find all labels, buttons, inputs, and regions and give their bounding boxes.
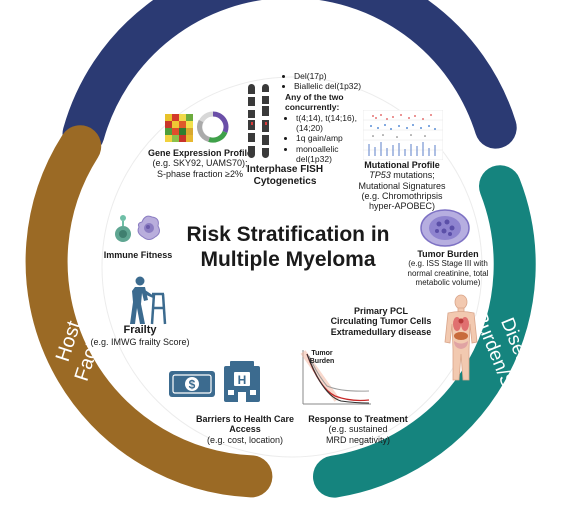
fish-concurrent-heading: Any of the two concurrently: <box>285 92 344 113</box>
tumor-burden-title: Tumor Burden <box>417 249 479 259</box>
tumor-cell-icon <box>420 209 470 247</box>
barriers-detail: (e.g. cost, location) <box>206 434 284 445</box>
mutation-plot-icon <box>363 110 443 160</box>
fish-item: Del(17p) <box>294 71 404 81</box>
fish-item: t(4;14), t(14;16), (14;20) <box>296 113 376 133</box>
svg-text:$: $ <box>189 378 196 392</box>
mutational-detail-line2: Mutational Signatures <box>358 180 446 191</box>
center-title-line2: Multiple Myeloma <box>200 248 376 272</box>
tumor-burden-detail-line2: normal creatinine, total <box>407 268 489 278</box>
response-detail-line1: (e.g. sustained <box>328 424 388 435</box>
host-arc <box>25 125 273 498</box>
inner-disc <box>101 76 483 458</box>
tumor-burden-detail-line3: metabolic volume) <box>415 277 481 287</box>
primary-pcl-label: Primary PCL <box>353 306 409 316</box>
svg-text:H: H <box>238 373 247 387</box>
fish-list-concurrent: t(4;14), t(14;16), (14;20) 1q gain/amp m… <box>286 113 376 164</box>
fish-item: monoallelic del(1p32) <box>296 144 376 164</box>
response-curve-icon <box>300 350 371 405</box>
frailty-block: Frailty (e.g. IMWG frailty Score) <box>70 324 210 347</box>
human-body-icon <box>444 294 478 381</box>
tumor-label-line2: Characteristics <box>225 39 357 61</box>
response-detail-line2: MRD negativity) <box>325 434 390 445</box>
response-chart-label: Tumor Burden <box>304 350 340 366</box>
extramedullary-disease-label: Extramedullary disease <box>330 326 432 337</box>
hospital-icon: H <box>224 361 260 402</box>
fish-title: Interphase FISH Cytogenetics <box>230 164 340 187</box>
immune-fitness-title: Immune Fitness <box>103 250 173 260</box>
circulating-tumor-cells-label: Circulating Tumor Cells <box>330 316 432 327</box>
mutational-title: Mutational Profile <box>364 160 440 170</box>
mutational-gene: TP53 <box>369 170 391 181</box>
mutational-detail-line4: hyper-APOBEC) <box>368 201 436 212</box>
fish-title-line1: Interphase FISH <box>246 164 324 175</box>
response-chart-label-line1: Tumor <box>311 350 333 357</box>
gene-expression-detail-line2: S-phase fraction ≥2% <box>157 168 243 179</box>
money-icon: $ <box>169 371 215 397</box>
mutational-block: Mutational Profile TP53 mutations; Mutat… <box>348 160 456 212</box>
frailty-title: Frailty <box>123 324 157 336</box>
disease-arc <box>313 165 536 498</box>
response-title: Response to Treatment <box>308 414 408 424</box>
tumor-burden-detail-line1: (e.g. ISS Stage III with <box>408 259 488 269</box>
walker-person-icon <box>130 276 167 325</box>
tumor-burden-block: Tumor Burden (e.g. ISS Stage III with no… <box>388 249 508 287</box>
mutational-gene-suffix: mutations; <box>390 170 435 181</box>
tumor-label-line1: Tumor <box>262 16 319 38</box>
extramedullary-block: Primary PCL Circulating Tumor Cells Extr… <box>322 306 440 337</box>
fish-list-top: Del(17p) Biallelic del(1p32) <box>284 71 404 91</box>
barriers-title-line1: Barriers to Health Care <box>195 414 295 424</box>
gene-expression-block: Gene Expression Profile (e.g. SKY92, UAM… <box>130 148 270 179</box>
fish-item: Biallelic del(1p32) <box>294 81 404 91</box>
fish-title-line2: Cytogenetics <box>253 175 317 187</box>
fish-item: 1q gain/amp <box>296 133 376 143</box>
gene-expression-detail-line1: (e.g. SKY92, UAMS70); <box>152 158 248 169</box>
tumor-arc <box>62 0 517 155</box>
barriers-block: Barriers to Health Care Access (e.g. cos… <box>180 414 310 445</box>
chromosome-icon <box>248 84 269 158</box>
mutational-detail-line3: (e.g. Chromothripsis <box>361 191 443 202</box>
immune-cells-icon <box>115 215 160 242</box>
gene-expression-heatmap-icon <box>165 111 229 143</box>
response-chart-label-line2: Burden <box>309 358 335 366</box>
gene-expression-title: Gene Expression Profile <box>147 148 253 158</box>
frailty-detail: (e.g. IMWG frailty Score) <box>90 336 190 347</box>
response-block: Response to Treatment (e.g. sustained MR… <box>297 414 419 445</box>
barriers-title-line2: Access <box>229 424 261 435</box>
center-title-line1: Risk Stratification in <box>186 223 390 246</box>
mutational-detail-first: TP53 mutations; <box>348 170 456 180</box>
center-title: Risk Stratification in Multiple Myeloma <box>168 222 408 272</box>
